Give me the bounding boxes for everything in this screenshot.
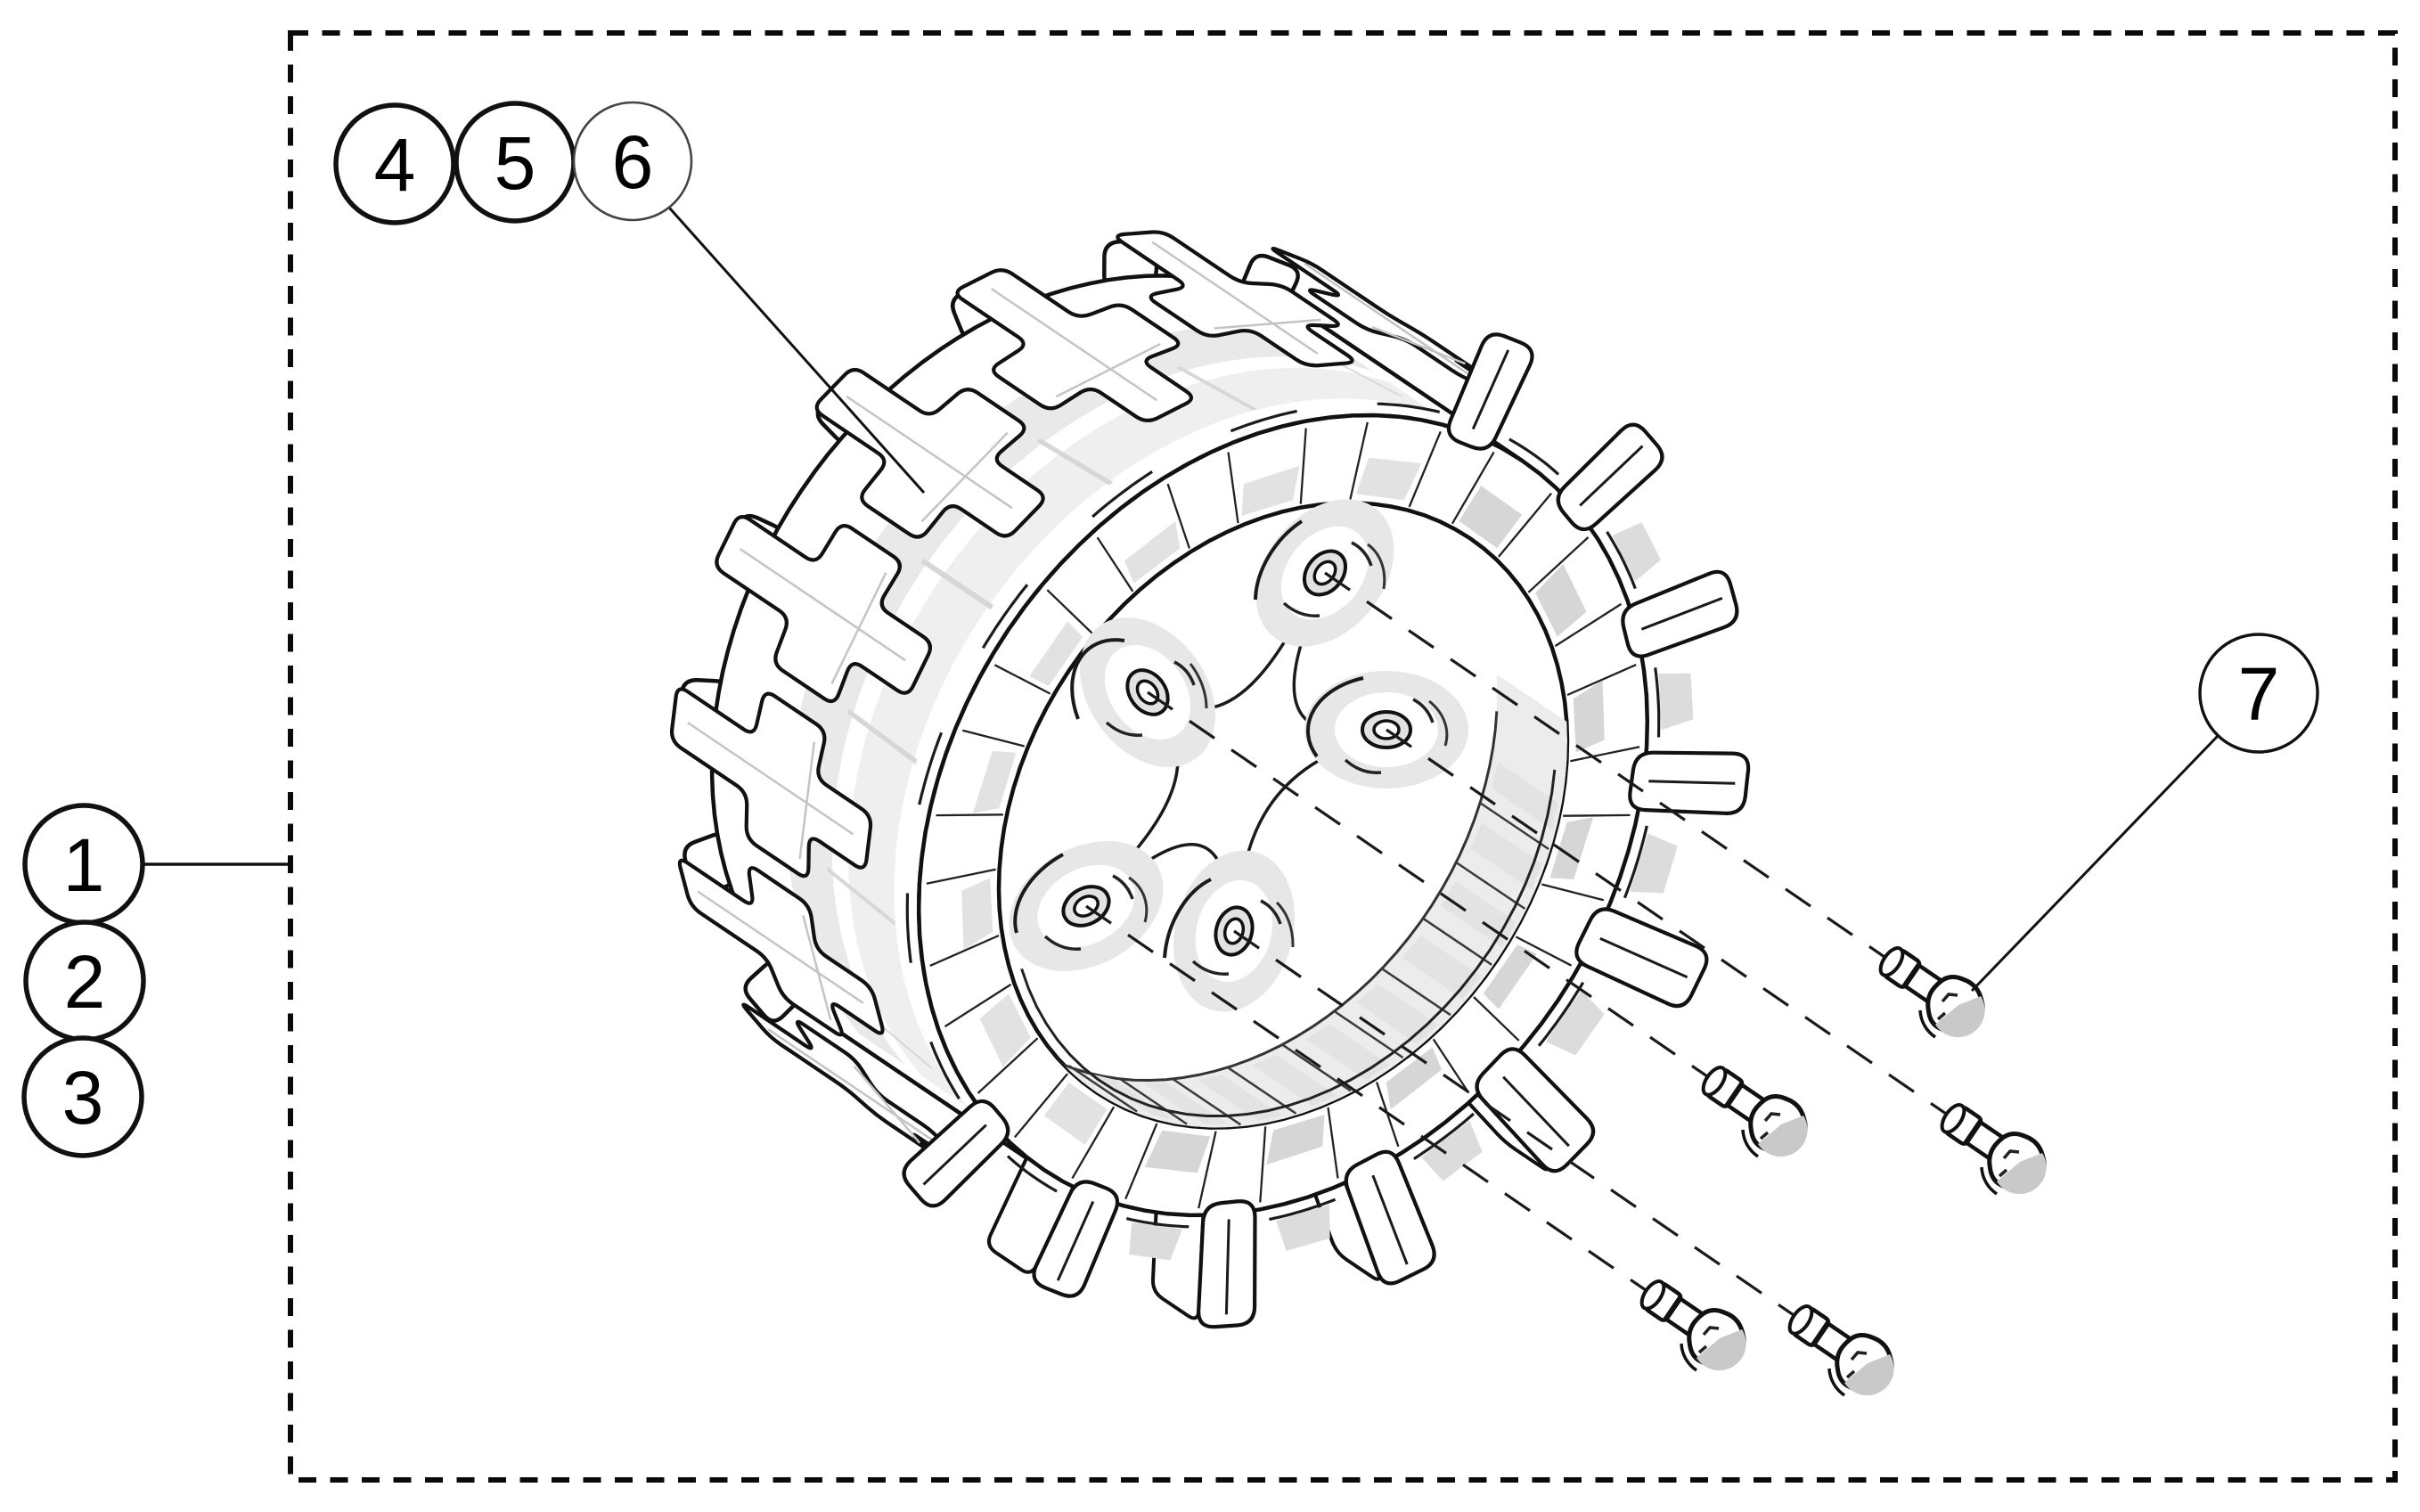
svg-text:7: 7 (2238, 652, 2280, 736)
svg-text:5: 5 (495, 121, 536, 205)
svg-text:2: 2 (64, 940, 106, 1024)
svg-text:4: 4 (374, 123, 416, 207)
svg-text:1: 1 (63, 823, 105, 907)
svg-text:6: 6 (612, 120, 654, 204)
svg-text:3: 3 (62, 1056, 104, 1140)
